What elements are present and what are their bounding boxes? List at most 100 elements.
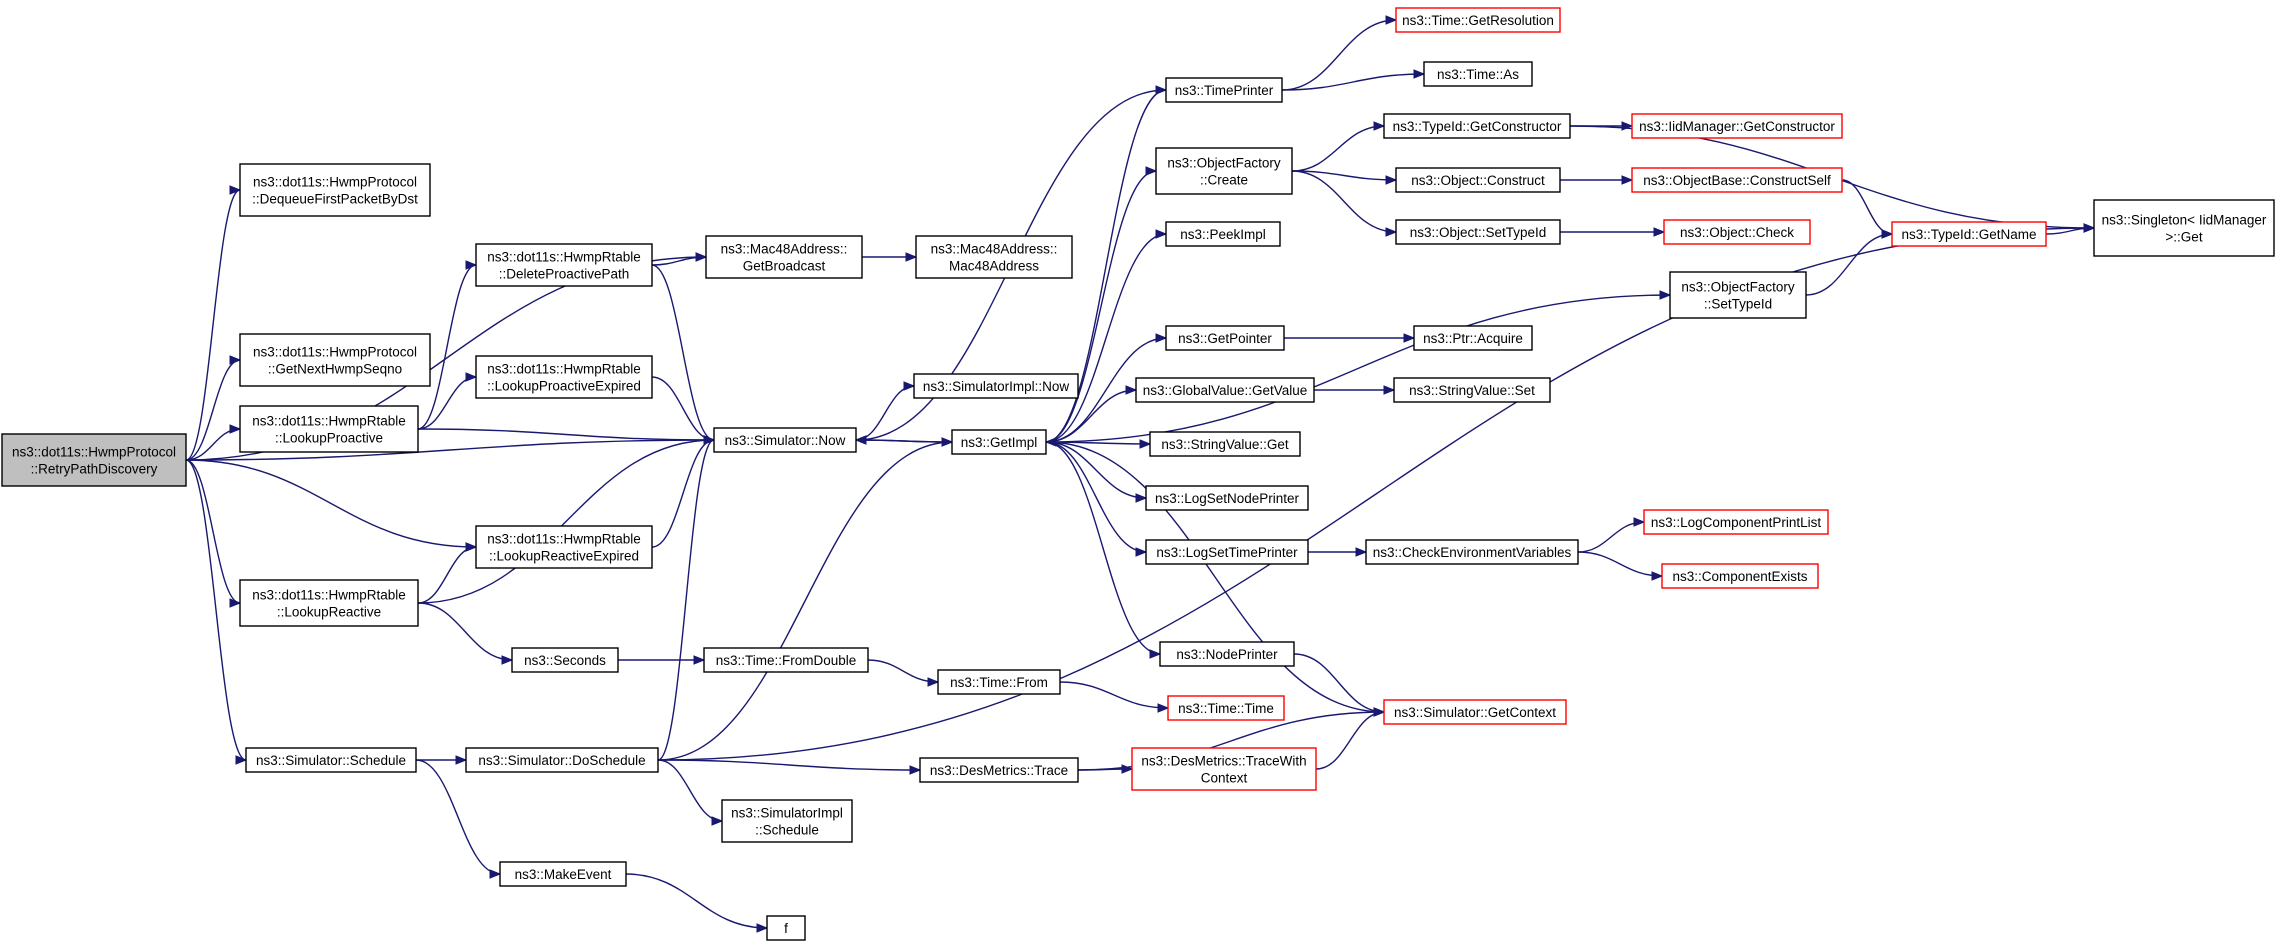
edge-nodeprinter-to-simgetctx bbox=[1293, 653, 1385, 713]
node-label: ns3::Ptr::Acquire bbox=[1423, 331, 1523, 346]
arrowhead bbox=[711, 816, 724, 826]
node-box bbox=[1165, 221, 1281, 247]
node-simimplnow[interactable]: ns3::SimulatorImpl::Now bbox=[913, 373, 1079, 399]
node-getnexthwmp[interactable]: ns3::dot11s::HwmpProtocol::GetNextHwmpSe… bbox=[239, 333, 431, 387]
node-lookupreactiveexp[interactable]: ns3::dot11s::HwmpRtable::LookupReactiveE… bbox=[475, 525, 653, 569]
node-dequeue[interactable]: ns3::dot11s::HwmpProtocol::DequeueFirstP… bbox=[239, 163, 431, 217]
node-f[interactable]: f bbox=[766, 915, 806, 941]
node-box bbox=[1167, 695, 1285, 721]
node-box bbox=[475, 355, 653, 399]
node-svset[interactable]: ns3::StringValue::Set bbox=[1393, 377, 1551, 403]
arrowhead bbox=[1373, 121, 1386, 131]
node-svget[interactable]: ns3::StringValue::Get bbox=[1149, 431, 1301, 457]
node-compexists[interactable]: ns3::ComponentExists bbox=[1661, 563, 1819, 589]
node-box bbox=[915, 235, 1073, 279]
node-box bbox=[1131, 747, 1317, 791]
node-lookupreactive[interactable]: ns3::dot11s::HwmpRtable::LookupReactive bbox=[239, 579, 419, 627]
node-timetime[interactable]: ns3::Time::Time bbox=[1167, 695, 1285, 721]
node-box bbox=[703, 647, 869, 673]
node-lookupproactive[interactable]: ns3::dot11s::HwmpRtable::LookupProactive bbox=[239, 405, 419, 453]
node-label: ns3::dot11s::HwmpRtable bbox=[487, 531, 641, 546]
node-label: ns3::Seconds bbox=[524, 653, 606, 668]
node-label: ::LookupProactive bbox=[275, 430, 383, 445]
edge-tracewithctx-to-simgetctx bbox=[1315, 711, 1385, 770]
node-box bbox=[2093, 199, 2275, 257]
node-typeidgetctor[interactable]: ns3::TypeId::GetConstructor bbox=[1383, 113, 1571, 139]
arrowhead bbox=[1373, 707, 1386, 717]
arrowhead bbox=[1149, 649, 1162, 659]
arrowhead bbox=[1881, 229, 1894, 239]
node-simimplsched[interactable]: ns3::SimulatorImpl::Schedule bbox=[721, 799, 853, 843]
node-singleton[interactable]: ns3::Singleton< IidManager >::Get bbox=[2093, 199, 2275, 257]
node-logsettime[interactable]: ns3::LogSetTimePrinter bbox=[1145, 539, 1309, 565]
node-fromdouble[interactable]: ns3::Time::FromDouble bbox=[703, 647, 869, 673]
node-label: Mac48Address bbox=[949, 258, 1039, 273]
node-lookupproactiveexp[interactable]: ns3::dot11s::HwmpRtable::LookupProactive… bbox=[475, 355, 653, 399]
arrowhead bbox=[465, 260, 478, 270]
node-box bbox=[1413, 325, 1533, 351]
node-label: ns3::LogSetNodePrinter bbox=[1155, 491, 1300, 506]
node-macbcast[interactable]: ns3::Mac48Address::GetBroadcast bbox=[705, 235, 863, 279]
node-label: ns3::LogComponentPrintList bbox=[1651, 515, 1822, 530]
node-box bbox=[1393, 377, 1551, 403]
node-label: ns3::IidManager::GetConstructor bbox=[1639, 119, 1835, 134]
node-peekimpl[interactable]: ns3::PeekImpl bbox=[1165, 221, 1281, 247]
node-label: ::LookupReactiveExpired bbox=[489, 548, 639, 563]
node-objfactsettypeid[interactable]: ns3::ObjectFactory::SetTypeId bbox=[1669, 271, 1807, 319]
node-ptracquire[interactable]: ns3::Ptr::Acquire bbox=[1413, 325, 1533, 351]
node-label: ns3::StringValue::Get bbox=[1161, 437, 1289, 452]
node-box bbox=[1135, 377, 1315, 403]
edge-doschedule-to-singleton bbox=[657, 227, 2095, 761]
node-makeevent[interactable]: ns3::MakeEvent bbox=[499, 861, 627, 887]
node-seconds[interactable]: ns3::Seconds bbox=[511, 647, 619, 673]
node-timeas[interactable]: ns3::Time::As bbox=[1423, 61, 1533, 87]
node-objfactcreate[interactable]: ns3::ObjectFactory::Create bbox=[1155, 147, 1293, 195]
edge-doschedule-to-desmetrics bbox=[657, 759, 921, 771]
node-desmetrics[interactable]: ns3::DesMetrics::Trace bbox=[919, 757, 1079, 783]
node-objsettypeid[interactable]: ns3::Object::SetTypeId bbox=[1395, 219, 1561, 245]
node-objbaseconstruct[interactable]: ns3::ObjectBase::ConstructSelf bbox=[1631, 167, 1843, 193]
node-simschedule[interactable]: ns3::Simulator::Schedule bbox=[245, 747, 417, 773]
node-box bbox=[1365, 539, 1579, 565]
arrowhead bbox=[229, 185, 242, 195]
node-gvgetvalue[interactable]: ns3::GlobalValue::GetValue bbox=[1135, 377, 1315, 403]
node-box bbox=[721, 799, 853, 843]
arrowhead bbox=[905, 252, 918, 262]
node-label: ns3::SimulatorImpl bbox=[731, 805, 843, 820]
node-label: ns3::dot11s::HwmpRtable bbox=[487, 249, 641, 264]
edge-doschedule-to-getimpl bbox=[657, 441, 953, 761]
node-timegetres[interactable]: ns3::Time::GetResolution bbox=[1395, 7, 1561, 33]
node-doschedule[interactable]: ns3::Simulator::DoSchedule bbox=[465, 747, 659, 773]
node-logsetnode[interactable]: ns3::LogSetNodePrinter bbox=[1145, 485, 1309, 511]
edge-deleteproactive-to-simnow bbox=[651, 264, 715, 441]
arrowhead bbox=[229, 598, 242, 608]
node-iidgetctor[interactable]: ns3::IidManager::GetConstructor bbox=[1631, 113, 1843, 139]
node-timefrom[interactable]: ns3::Time::From bbox=[937, 669, 1061, 695]
edge-lookupproactive-to-simnow bbox=[417, 428, 715, 441]
arrowhead bbox=[1651, 571, 1664, 581]
node-timeprinter[interactable]: ns3::TimePrinter bbox=[1165, 77, 1283, 103]
node-macctor[interactable]: ns3::Mac48Address::Mac48Address bbox=[915, 235, 1073, 279]
node-label: ns3::Object::Check bbox=[1680, 225, 1794, 240]
node-simnow[interactable]: ns3::Simulator::Now bbox=[713, 427, 857, 453]
node-typeidgetname[interactable]: ns3::TypeId::GetName bbox=[1891, 221, 2047, 247]
node-checkenv[interactable]: ns3::CheckEnvironmentVariables bbox=[1365, 539, 1579, 565]
node-deleteproactive[interactable]: ns3::dot11s::HwmpRtable::DeleteProactive… bbox=[475, 243, 653, 287]
node-nodeprinter[interactable]: ns3::NodePrinter bbox=[1159, 641, 1295, 667]
node-objconstruct[interactable]: ns3::Object::Construct bbox=[1395, 167, 1561, 193]
edge-lookupproactive-to-deleteproactive bbox=[417, 264, 477, 430]
node-objcheck[interactable]: ns3::Object::Check bbox=[1663, 219, 1811, 245]
arrowhead bbox=[1155, 333, 1168, 343]
node-label: ns3::Time::Time bbox=[1178, 701, 1274, 716]
node-retry[interactable]: ns3::dot11s::HwmpProtocol::RetryPathDisc… bbox=[1, 433, 187, 487]
node-logcompprint[interactable]: ns3::LogComponentPrintList bbox=[1643, 509, 1829, 535]
node-getimpl[interactable]: ns3::GetImpl bbox=[951, 429, 1047, 455]
node-simgetctx[interactable]: ns3::Simulator::GetContext bbox=[1383, 699, 1567, 725]
node-label: >::Get bbox=[2165, 229, 2202, 244]
arrowhead bbox=[1157, 703, 1170, 713]
arrowhead bbox=[927, 677, 940, 687]
node-box bbox=[499, 861, 627, 887]
node-getpointer[interactable]: ns3::GetPointer bbox=[1165, 325, 1285, 351]
node-label: ns3::Simulator::Now bbox=[725, 433, 846, 448]
